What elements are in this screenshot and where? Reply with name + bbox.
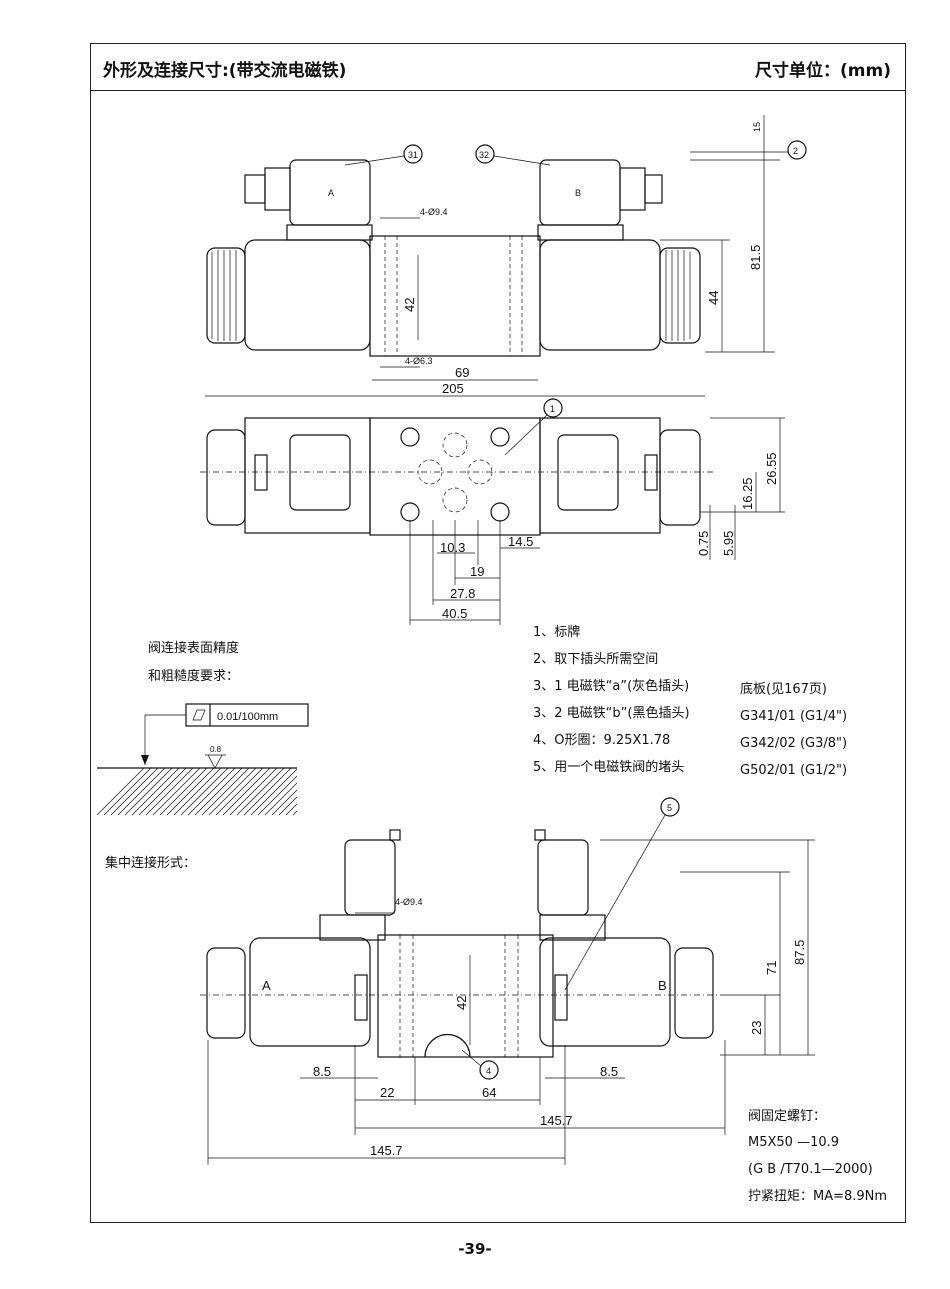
callout-5: 5 [667, 803, 672, 813]
hatch-line [103, 767, 152, 816]
hatch-line [250, 768, 298, 816]
hatch-line [292, 810, 298, 816]
manifold-label: 集中连接形式： [105, 855, 196, 871]
dim-0-75: 0.75 [696, 531, 711, 556]
plan-view: 1 26.55 16.25 0.75 5.95 10.3 19 27.8 40.… [200, 398, 785, 625]
hatch-line [264, 782, 298, 816]
dim-69: 69 [455, 365, 469, 380]
bolt-torque: 拧紧扭矩：MA=8.9Nm [748, 1189, 887, 1204]
subplate-item: G341/01 (G1/4") [740, 709, 847, 724]
subplate-item: 底板(见167页) [740, 681, 827, 697]
bolt-title: 阀固定螺钉： [748, 1109, 826, 1124]
hatch-line [131, 767, 180, 816]
solenoid-a-label: A [328, 188, 334, 198]
hatch-line [222, 767, 271, 816]
hatch-line [285, 803, 298, 816]
dim-holes-6-3: 4-Ø6.3 [405, 356, 433, 366]
callout-1: 1 [550, 404, 555, 414]
dim-26-55: 26.55 [764, 452, 779, 485]
dim-205: 205 [442, 381, 464, 396]
page-number: -39- [458, 1240, 492, 1258]
hatch-line [194, 767, 243, 816]
dim-14-5: 14.5 [508, 534, 533, 549]
subplate-item: G342/02 (G3/8") [740, 736, 847, 751]
header-row: 外形及连接尺寸:(带交流电磁铁) 尺寸单位：(mm) [91, 44, 905, 91]
dim-19: 19 [470, 564, 484, 579]
dim-64: 64 [482, 1085, 496, 1100]
hatch-line [229, 767, 278, 816]
dim-holes-9-4: 4-Ø9.4 [420, 207, 448, 217]
callout-4: 4 [486, 1066, 491, 1076]
note-item: 3、2 电磁铁“b”(黑色插头) [533, 705, 690, 721]
hatch-line [243, 767, 292, 816]
surface-line-2: 和粗糙度要求： [148, 668, 239, 684]
dim-42-manifold: 42 [454, 996, 469, 1010]
dim-81-5: 81.5 [748, 245, 763, 270]
note-item: 2、取下插头所需空间 [533, 652, 658, 667]
dim-40-5: 40.5 [442, 606, 467, 621]
manifold-holes: 4-Ø9.4 [395, 897, 423, 907]
hatch-line [187, 767, 236, 816]
dim-10-3: 10.3 [440, 540, 465, 555]
hatch-line [278, 796, 298, 816]
hatch-line [257, 775, 298, 816]
flatness-value: 0.01/100mm [217, 711, 278, 723]
port-b-label: B [658, 978, 667, 993]
solenoid-b-label: B [575, 188, 581, 198]
hatch-line [208, 767, 257, 816]
dim-145-7-b: 145.7 [370, 1143, 403, 1158]
hatch-line [124, 767, 173, 816]
hatch-line [159, 767, 208, 816]
note-item: 3、1 电磁铁“a”(灰色插头) [533, 678, 689, 694]
unit-label: 尺寸单位：(mm) [755, 61, 891, 81]
surface-line-1: 阀连接表面精度 [148, 640, 239, 656]
dim-87-5: 87.5 [792, 940, 807, 965]
port-a-label: A [262, 978, 271, 993]
hatch-line [166, 767, 215, 816]
page-title: 外形及连接尺寸:(带交流电磁铁) [103, 61, 347, 81]
subplate-item: G502/01 (G1/2") [740, 763, 847, 778]
manifold-view: 集中连接形式： A B 4 5 4-Ø9.4 42 71 87.5 23 8.5 [105, 797, 815, 1165]
page-frame: 外形及连接尺寸:(带交流电磁铁) 尺寸单位：(mm) [90, 43, 906, 1223]
hatch-line [215, 767, 264, 816]
hatch-line [236, 767, 285, 816]
note-item: 4、O形圈：9.25X1.78 [533, 733, 670, 748]
note-item: 1、标牌 [533, 624, 580, 640]
hatch-line [173, 767, 222, 816]
dim-23: 23 [749, 1021, 764, 1035]
bolt-standard: (G B /T70.1—2000) [748, 1162, 873, 1177]
surface-requirement: 阀连接表面精度 和粗糙度要求： 0.01/100mm 0.8 [96, 640, 309, 816]
dim-27-8: 27.8 [450, 586, 475, 601]
note-item: 5、用一个电磁铁阀的堵头 [533, 759, 684, 775]
callout-31: 31 [408, 150, 418, 160]
hatch-line [117, 767, 166, 816]
callout-32: 32 [479, 150, 489, 160]
dim-44: 44 [706, 291, 721, 305]
hatch-line [145, 767, 194, 816]
hatch-line [110, 767, 159, 816]
dim-16-25: 16.25 [740, 477, 755, 510]
dim-15: 15 [752, 122, 762, 132]
dim-5-95: 5.95 [721, 531, 736, 556]
hatch-line [180, 767, 229, 816]
hatch-line [138, 767, 187, 816]
hatch-line [271, 789, 298, 816]
dim-22: 22 [380, 1085, 394, 1100]
bolt-spec-value: M5X50 —10.9 [748, 1135, 839, 1150]
dim-42: 42 [402, 298, 417, 312]
dim-8-5-right: 8.5 [600, 1064, 618, 1079]
dim-71: 71 [764, 961, 779, 975]
hatch-line [201, 767, 250, 816]
top-view: A B 31 32 2 15 81.5 44 42 4-Ø9.4 4-Ø6.3 … [205, 115, 807, 397]
dim-145-7-a: 145.7 [540, 1113, 573, 1128]
hatch-line [152, 767, 201, 816]
callout-2: 2 [793, 146, 798, 156]
roughness-value: 0.8 [210, 745, 222, 754]
bolt-spec: 阀固定螺钉： M5X50 —10.9 (G B /T70.1—2000) 拧紧扭… [748, 1109, 887, 1204]
hatch-line [96, 767, 145, 816]
dim-8-5-left: 8.5 [313, 1064, 331, 1079]
notes-list: 1、标牌 2、取下插头所需空间 3、1 电磁铁“a”(灰色插头) 3、2 电磁铁… [533, 624, 847, 778]
